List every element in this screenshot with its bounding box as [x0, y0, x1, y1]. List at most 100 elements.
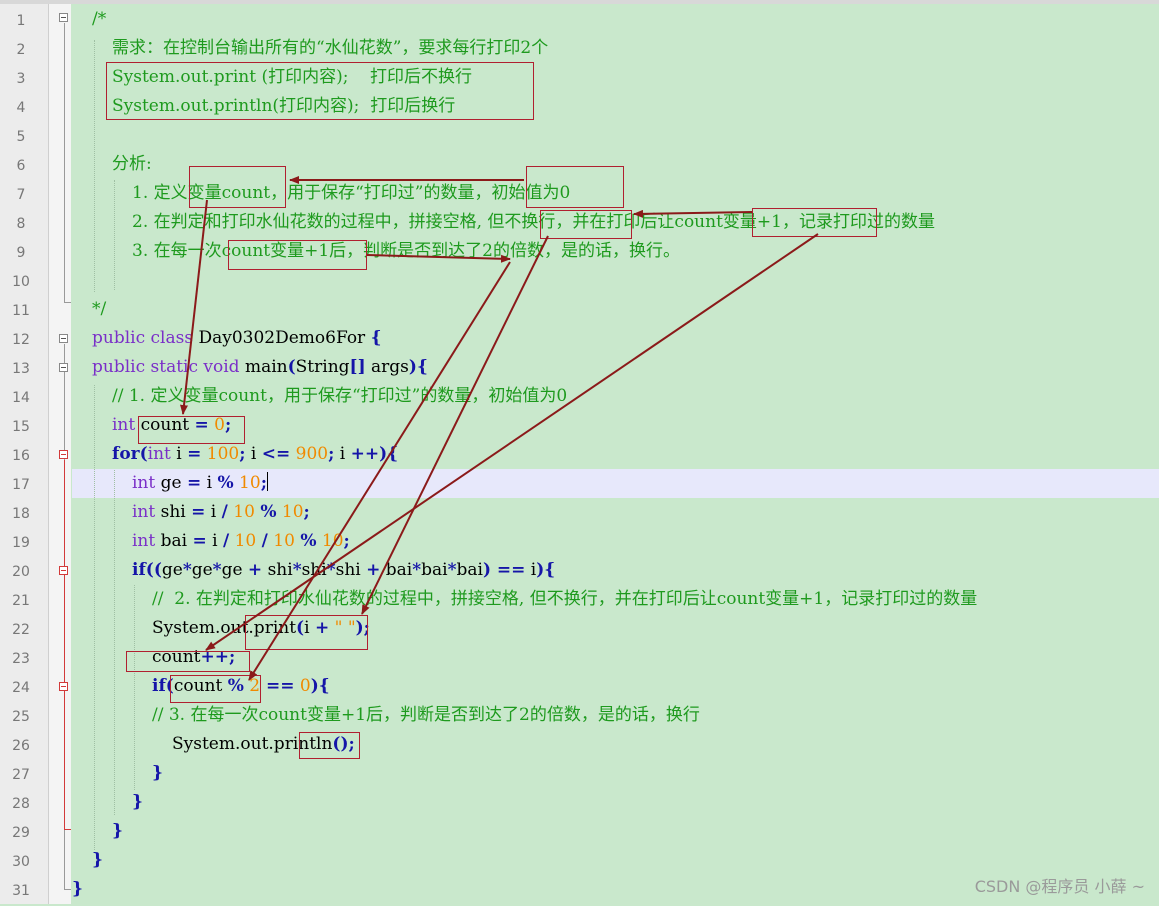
code-line-16[interactable]: for(int i = 100; i <= 900; i ++){ [112, 440, 398, 469]
code-line-18[interactable]: int shi = i / 10 % 10; [132, 498, 310, 527]
fold-toggle-icon[interactable] [59, 682, 68, 691]
token-operator: % [217, 473, 234, 493]
indent-guide [114, 180, 115, 290]
code-line-15[interactable]: int count = 0; [112, 411, 231, 440]
code-line-20[interactable]: if((ge*ge*ge + shi*shi*shi + bai*bai*bai… [132, 556, 555, 585]
line-number: 27 [12, 767, 30, 783]
code-line-24[interactable]: if(count % 2 == 0){ [152, 672, 330, 701]
token-operator: = [194, 415, 209, 435]
indent-guide [94, 385, 95, 850]
line-number: 1 [16, 13, 26, 29]
token-keyword: public class [92, 328, 194, 348]
token-number: 100 [201, 444, 240, 464]
token-identifier: i [205, 502, 222, 522]
code-line-1[interactable]: /* [92, 9, 107, 29]
token-method-call: System.out.println [172, 734, 333, 754]
token-identifier: count [152, 647, 201, 667]
token-identifier: i [245, 444, 262, 464]
token-identifier: shi [335, 560, 367, 580]
line-number: 26 [12, 738, 30, 754]
fold-toggle-icon[interactable] [59, 450, 68, 459]
code-line-4[interactable]: System.out.println(打印内容); 打印后换行 [112, 96, 456, 116]
code-line-11[interactable]: */ [92, 299, 107, 319]
line-number: 25 [12, 709, 30, 725]
line-number-gutter [0, 4, 49, 904]
token-operator: / [222, 531, 230, 551]
code-line-6[interactable]: 分析: [112, 154, 152, 174]
indent-guide [114, 470, 115, 815]
fold-end [64, 889, 71, 890]
token-semicolon: ; [328, 444, 335, 464]
line-number: 3 [16, 71, 26, 87]
watermark: CSDN @程序员 小薛 ~ [974, 877, 1145, 896]
annotation-box-no-newline [540, 210, 632, 239]
token-semicolon: ; [225, 415, 232, 435]
code-line-9[interactable]: 3. 在每一次count变量+1后，判断是否到达了2的倍数，是的话，换行。 [132, 241, 680, 261]
token-operator: % [227, 676, 244, 696]
token-operator: * [212, 560, 222, 580]
line-number: 20 [12, 564, 30, 580]
code-line-2[interactable]: 需求：在控制台输出所有的“水仙花数”，要求每行打印2个 [112, 38, 549, 58]
code-line-17[interactable]: int ge = i % 10; [132, 469, 268, 498]
code-line-12[interactable]: public class Day0302Demo6For { [92, 324, 382, 353]
token-semicolon: ; [239, 444, 246, 464]
token-operator: * [447, 560, 457, 580]
text-cursor [266, 472, 268, 491]
token-identifier: i [201, 473, 218, 493]
code-line-29[interactable]: } [112, 821, 123, 841]
fold-toggle-icon[interactable] [59, 334, 68, 343]
line-number: 2 [16, 42, 26, 58]
code-line-27[interactable]: } [152, 763, 163, 783]
token-paren: (( [145, 560, 162, 580]
fold-line-active [64, 460, 65, 829]
fold-toggle-icon[interactable] [59, 13, 68, 22]
token-operator: % [260, 502, 277, 522]
line-number: 30 [12, 854, 30, 870]
code-line-28[interactable]: } [132, 792, 143, 812]
code-line-23[interactable]: count++; [152, 643, 235, 672]
token-identifier: i [170, 444, 188, 464]
annotation-box-modulo-check [170, 675, 261, 703]
token-paren: ( [139, 444, 148, 464]
token-operator: % [300, 531, 317, 551]
token-keyword: int [147, 444, 171, 464]
line-number: 6 [16, 158, 26, 174]
code-line-8[interactable]: 2. 在判定和打印水仙花数的过程中，拼接空格, 但不换行，并在打印后让count… [132, 212, 935, 232]
fold-end-active [64, 829, 71, 830]
fold-toggle-icon[interactable] [59, 363, 68, 372]
fold-end [64, 302, 71, 303]
code-line-30[interactable]: } [92, 850, 103, 870]
token-paren: ( [296, 618, 305, 638]
token-semicolon: ; [343, 531, 350, 551]
code-line-3[interactable]: System.out.print (打印内容); 打印后不换行 [112, 67, 473, 87]
indent-guide [134, 585, 135, 790]
fold-toggle-icon[interactable] [59, 566, 68, 575]
token-brace: { [370, 328, 382, 348]
code-line-13[interactable]: public static void main(String[] args){ [92, 353, 428, 382]
code-line-7[interactable]: 1. 定义变量count，用于保存“打印过”的数量，初始值为0 [132, 183, 571, 203]
token-paren: ){ [310, 676, 330, 696]
line-number: 8 [16, 216, 26, 232]
window-top-edge [0, 0, 1159, 4]
token-identifier: ge [221, 560, 248, 580]
token-type: String [295, 357, 350, 377]
token-operator: * [292, 560, 302, 580]
token-operator: + [314, 618, 330, 638]
token-paren: ){ [536, 560, 556, 580]
code-line-31[interactable]: } [72, 879, 83, 899]
token-identifier: bai [155, 531, 193, 551]
token-identifier: i [525, 560, 537, 580]
token-operator: * [412, 560, 422, 580]
token-operator: * [326, 560, 336, 580]
code-line-21[interactable]: // 2. 在判定和打印水仙花数的过程中，拼接空格, 但不换行，并在打印后让co… [152, 589, 978, 609]
token-operator: * [182, 560, 192, 580]
arrow-increment-to-nonewline [633, 209, 753, 218]
code-line-14[interactable]: // 1. 定义变量count，用于保存“打印过”的数量，初始值为0 [112, 386, 568, 406]
code-line-22[interactable]: System.out.print(i + " "); [152, 614, 370, 643]
token-identifier: shi [155, 502, 192, 522]
token-keyword: if [152, 676, 166, 696]
line-number: 13 [12, 361, 30, 377]
code-line-25[interactable]: // 3. 在每一次count变量+1后，判断是否到达了2的倍数，是的话，换行 [152, 705, 700, 725]
code-line-26[interactable]: System.out.println(); [172, 730, 355, 759]
